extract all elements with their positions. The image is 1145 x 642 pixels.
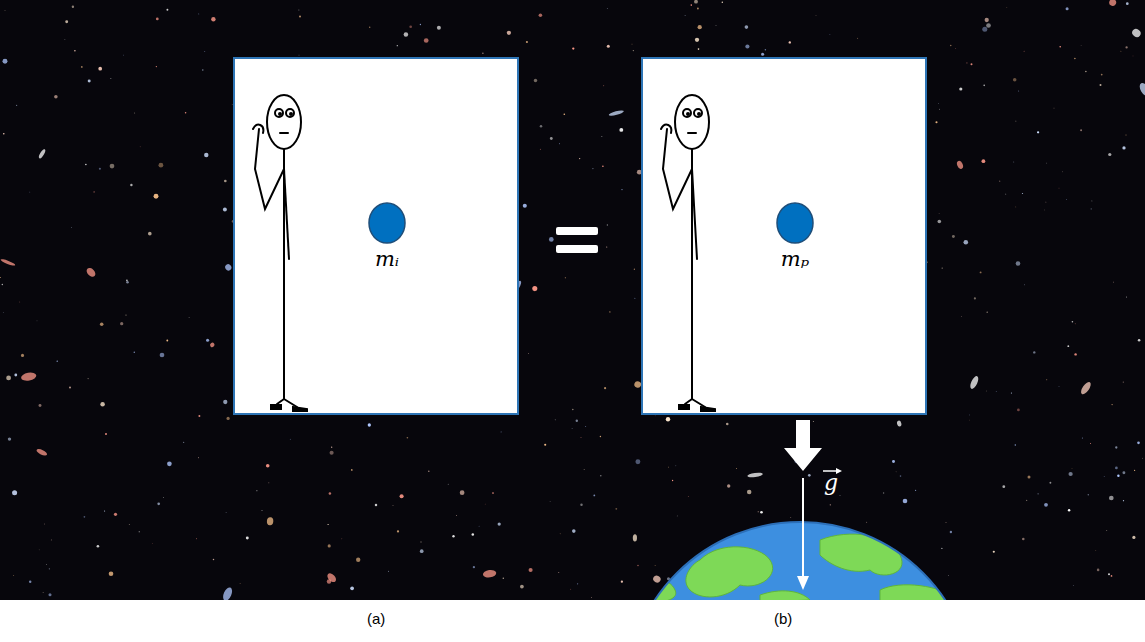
mass-ball: mᵢ — [352, 201, 422, 273]
equals-sign — [556, 227, 598, 235]
mass-label: mₚ — [760, 247, 830, 271]
earth-illustration — [0, 0, 1145, 600]
force-arrows — [0, 0, 1145, 600]
gravity-frame-panel: mₚ — [641, 57, 927, 415]
thick-arrow — [784, 420, 822, 471]
star-field — [0, 0, 1145, 600]
ball-circle — [760, 201, 830, 245]
panel-caption: (a) — [367, 610, 385, 627]
starfield-background — [0, 0, 1145, 600]
panel-caption: (b) — [774, 610, 792, 627]
gravity-arrowhead — [797, 576, 809, 590]
mass-label: mᵢ — [352, 247, 422, 271]
gravity-arrow — [802, 478, 804, 578]
ball-circle — [352, 201, 422, 245]
mass-ball: mₚ — [760, 201, 830, 273]
gravity-vector-label: g — [824, 470, 838, 495]
inertial-frame-panel: mᵢ — [233, 57, 519, 415]
equals-sign — [556, 245, 598, 253]
